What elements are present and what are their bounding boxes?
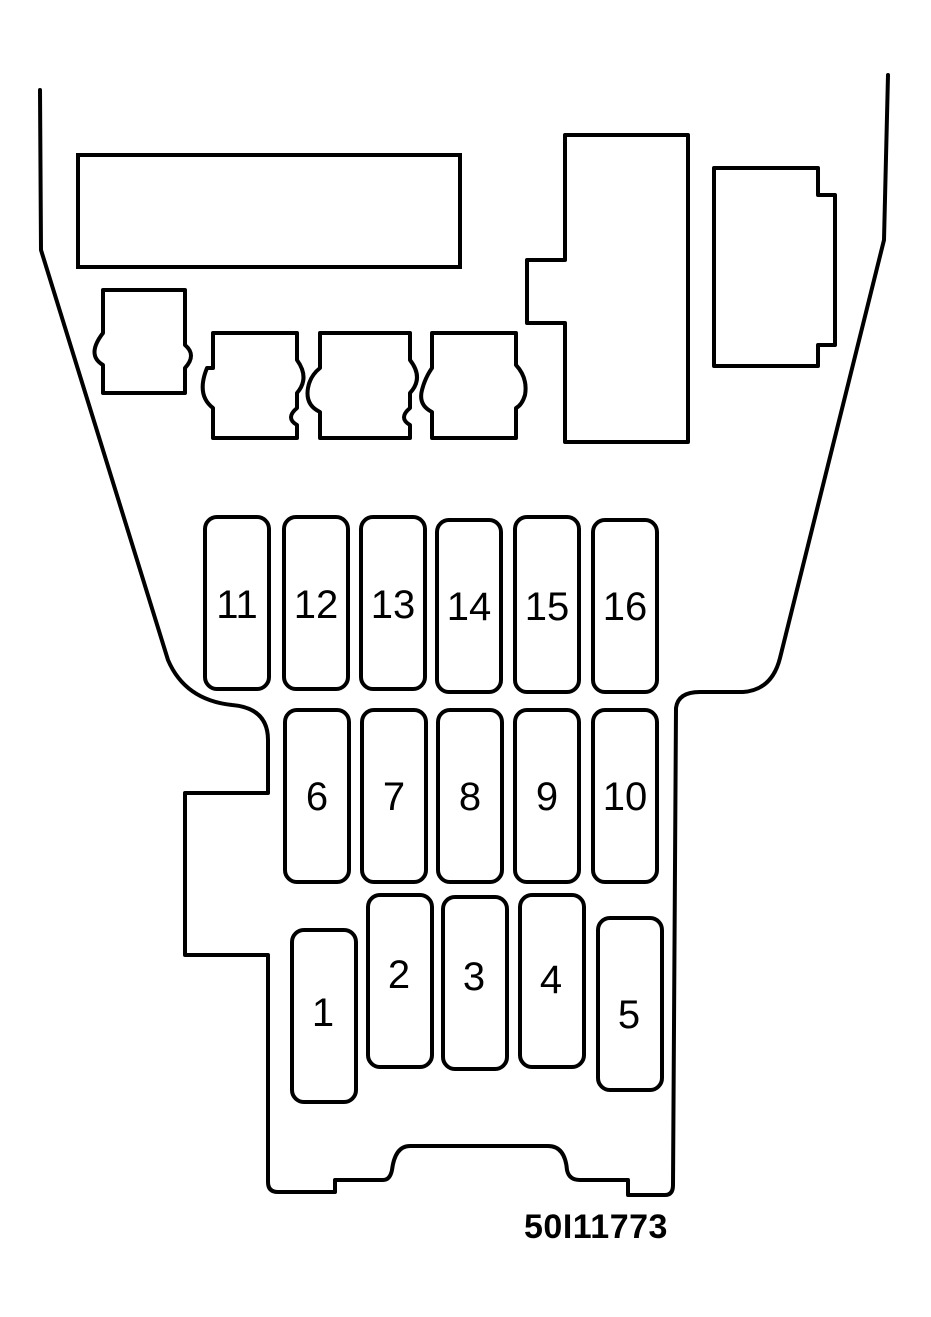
fuse-9[interactable]: 9: [513, 708, 581, 884]
fuse-4[interactable]: 4: [518, 893, 586, 1069]
fuse-4-label: 4: [540, 958, 562, 1002]
fuse-16[interactable]: 16: [591, 518, 659, 694]
fuse-2-label: 2: [388, 953, 410, 997]
fuse-14[interactable]: 14: [435, 518, 503, 694]
fuse-14-label: 14: [447, 585, 492, 629]
fuse-11-body: [203, 515, 271, 691]
fuse-10[interactable]: 10: [591, 708, 659, 884]
fuse-9-label: 9: [536, 775, 558, 819]
fuse-11-label: 11: [216, 583, 258, 627]
fuse-12-label: 12: [294, 583, 339, 627]
relay-1: [200, 331, 306, 440]
relay-3: [419, 331, 528, 440]
fuse-11[interactable]: 11: [203, 515, 271, 691]
fuse-8-label: 8: [459, 775, 481, 819]
fuse-4-body: [518, 893, 586, 1069]
fuse-15-label: 15: [525, 585, 570, 629]
fuse-13[interactable]: 13: [359, 515, 427, 691]
right-relay-block: [712, 166, 837, 368]
tall-relay-block: [525, 133, 690, 444]
fuse-8[interactable]: 8: [436, 708, 504, 884]
fuse-7-body: [360, 708, 428, 884]
relay-2: [305, 331, 419, 440]
fuse-14-body: [435, 518, 503, 694]
fuse-13-label: 13: [371, 583, 416, 627]
fuse-15[interactable]: 15: [513, 515, 581, 694]
fuse-16-body: [591, 518, 659, 694]
fuse-3-body: [441, 895, 509, 1071]
upper-components: [76, 133, 837, 444]
fuse-10-label: 10: [603, 775, 648, 819]
fuse-1-label: 1: [312, 991, 334, 1035]
fuse-1[interactable]: 1: [290, 928, 358, 1104]
fuse-1-body: [290, 928, 358, 1104]
fuse-8-body: [436, 708, 504, 884]
wide-relay-block: [76, 153, 462, 269]
fuse-3-label: 3: [463, 955, 485, 999]
small-relay-left: [92, 288, 193, 395]
reference-code: 50I11773: [524, 1208, 668, 1246]
fuse-5[interactable]: 5: [596, 916, 664, 1092]
fuse-grid: 11 12 13 14 15 16 6 7 8 9 10 1 2 3 4 5: [203, 515, 664, 1104]
fuse-6-label: 6: [306, 775, 328, 819]
fuse-7[interactable]: 7: [360, 708, 428, 884]
fuse-13-body: [359, 515, 427, 691]
fuse-12[interactable]: 12: [282, 515, 350, 691]
fuse-2[interactable]: 2: [366, 893, 434, 1069]
fuse-5-label: 5: [618, 993, 640, 1037]
fuse-16-label: 16: [603, 585, 648, 629]
fuse-7-label: 7: [383, 775, 405, 819]
fuse-box-housing-outline: [38, 73, 890, 1197]
fuse-9-body: [513, 708, 581, 884]
fuse-10-body: [591, 708, 659, 884]
fuse-2-body: [366, 893, 434, 1069]
fuse-12-body: [282, 515, 350, 691]
fuse-6-body: [283, 708, 351, 884]
fuse-5-body: [596, 916, 664, 1092]
fuse-15-body: [513, 515, 581, 694]
fuse-6[interactable]: 6: [283, 708, 351, 884]
fuse-3[interactable]: 3: [441, 895, 509, 1071]
